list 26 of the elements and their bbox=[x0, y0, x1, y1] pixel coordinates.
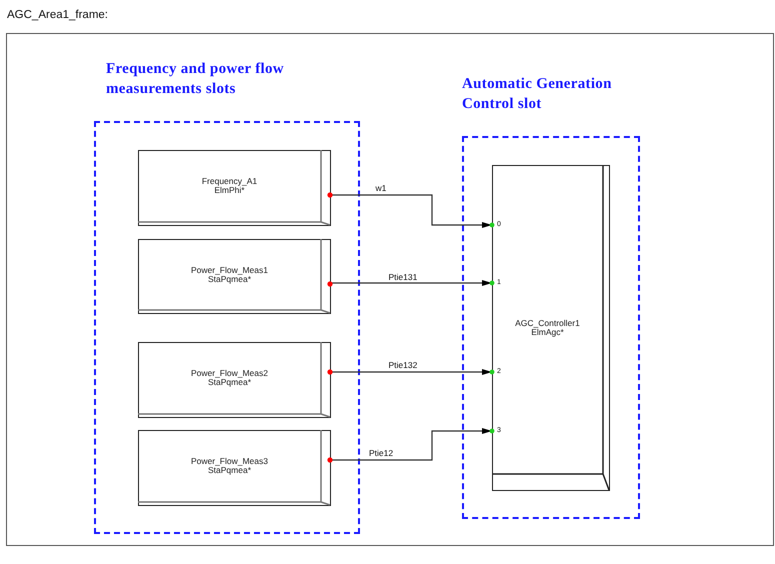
block-label: ElmPhi* bbox=[214, 186, 245, 195]
connector-arrow bbox=[330, 369, 492, 375]
edge-label: Ptie131 bbox=[388, 272, 418, 282]
block-label: Power_Flow_Meas1 bbox=[190, 266, 268, 274]
connector-arrow bbox=[330, 194, 492, 228]
block-box bbox=[138, 342, 331, 418]
edge-label: Ptie132 bbox=[388, 360, 418, 370]
block-label: Power_Flow_Meas2 bbox=[190, 369, 268, 378]
edge-label: Ptie12 bbox=[368, 448, 394, 458]
block-label: ElmAgc* bbox=[531, 328, 564, 337]
block-label: StaPqmea* bbox=[208, 466, 251, 475]
block-box bbox=[492, 165, 610, 491]
block-label: StaPqmea* bbox=[208, 274, 251, 284]
frame-title: AGC_Area1_frame: bbox=[7, 9, 108, 21]
block-box bbox=[138, 239, 331, 314]
block-box bbox=[138, 150, 331, 226]
block-label: Frequency_A1 bbox=[202, 177, 258, 186]
connector-arrow bbox=[330, 280, 492, 286]
slot-heading: Frequency and power flow measurements slots bbox=[106, 60, 285, 99]
connector-arrow bbox=[330, 428, 492, 461]
edge-label: w1 bbox=[374, 183, 388, 193]
block-label: StaPqmea* bbox=[208, 378, 251, 387]
block-label: AGC_Controller1 bbox=[515, 319, 580, 328]
block-label: Power_Flow_Meas3 bbox=[190, 457, 268, 466]
block-box bbox=[138, 430, 331, 506]
slot-heading: Automatic Generation Control slot bbox=[462, 75, 613, 114]
